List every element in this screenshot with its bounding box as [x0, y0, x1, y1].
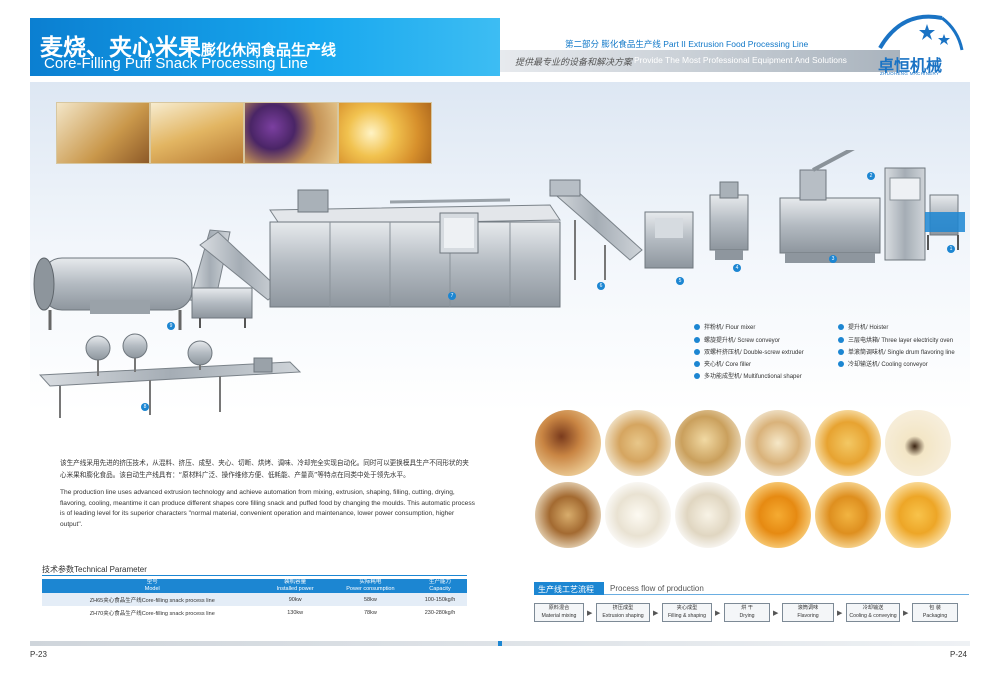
legend-item: 多功能成型机/ Multifunctional shaper	[694, 371, 802, 380]
food-photo	[885, 410, 951, 476]
slogan-en: Provide The Most Professional Equipment …	[634, 55, 847, 65]
food-photo	[675, 482, 741, 548]
table-row: ZH70夹心食品生产线Core-filling snack process li…	[89, 609, 456, 617]
machine-number: 4	[733, 264, 741, 272]
page-number-right: P-24	[950, 650, 967, 659]
title-cn: 麦烧、夹心米果膨化休闲食品生产线	[40, 35, 337, 61]
company-logo-icon	[878, 14, 964, 51]
slogan-cn: 提供最专业的设备和解决方案	[515, 58, 633, 68]
food-photo	[815, 482, 881, 548]
food-photo	[535, 410, 601, 476]
legend-item: 单滚筒调味机/ Single drum flavoring line	[838, 347, 955, 356]
description-en: The production line uses advanced extrus…	[60, 489, 475, 528]
legend-item: 三层电烘箱/ Three layer electricity oven	[838, 335, 953, 344]
arrow-right-icon: ▶	[903, 610, 909, 617]
legend-item: 夹心机/ Core filler	[694, 359, 751, 368]
food-photo	[745, 410, 811, 476]
machine-number: 5	[676, 277, 684, 285]
arrow-right-icon: ▶	[837, 610, 843, 617]
product-photo	[338, 102, 432, 164]
logo-cn: 卓恒机械	[878, 56, 943, 75]
slogan-bar	[500, 50, 900, 72]
part-label: 第二部分 膨化食品生产线 Part II Extrusion Food Proc…	[565, 39, 809, 49]
machine-number: 9	[167, 322, 175, 330]
machine-number: 7	[448, 292, 456, 300]
product-photo	[244, 102, 338, 164]
page-number-left: P-23	[30, 650, 47, 659]
process-title-cn: 生产线工艺流程	[538, 585, 594, 594]
arrow-right-icon: ▶	[715, 610, 721, 617]
arrow-right-icon: ▶	[653, 610, 659, 617]
arrow-right-icon: ▶	[773, 610, 779, 617]
process-title-bg	[534, 582, 604, 595]
legend-item: 拌粉机/ Flour mixer	[694, 322, 755, 331]
header-banner	[30, 18, 500, 76]
machine-number: 1	[947, 245, 955, 253]
machine-number: 3	[829, 255, 837, 263]
legend-item: 双螺杆挤压机/ Double-screw extruder	[694, 347, 804, 356]
logo-en: ZHUOHENG MACHINERY	[880, 71, 940, 76]
title-en: Core-Filling Puff Snack Processing Line	[44, 55, 309, 72]
arrow-right-icon: ▶	[587, 610, 593, 617]
table-row: ZH65夹心食品生产线Core-filling snack process li…	[42, 593, 467, 606]
food-photo	[605, 482, 671, 548]
food-photo	[885, 482, 951, 548]
legend-item: 螺旋提升机/ Screw conveyor	[694, 335, 780, 344]
machine-number: 8	[141, 403, 149, 411]
description-cn: 该生产线采用先进的挤压技术，从混料、挤压、成型、夹心、切断、烘烤、调味、冷却完全…	[60, 459, 469, 479]
legend-item: 提升机/ Hoister	[838, 322, 888, 331]
machine-number: 2	[867, 172, 875, 180]
food-photo	[535, 482, 601, 548]
product-photo	[150, 102, 244, 164]
food-photo	[815, 410, 881, 476]
process-title-en: Process flow of production	[610, 584, 704, 593]
production-line-illustration	[33, 150, 965, 418]
food-photo	[745, 482, 811, 548]
food-photo	[675, 410, 741, 476]
process-divider	[604, 594, 969, 595]
machine-number: 6	[597, 282, 605, 290]
tech-title: 技术参数Technical Parameter	[42, 565, 147, 574]
food-photo	[605, 410, 671, 476]
legend-item: 冷却输送机/ Cooling conveyor	[838, 359, 928, 368]
tech-divider	[42, 575, 467, 576]
footer-divider	[498, 641, 502, 646]
product-photo	[56, 102, 150, 164]
